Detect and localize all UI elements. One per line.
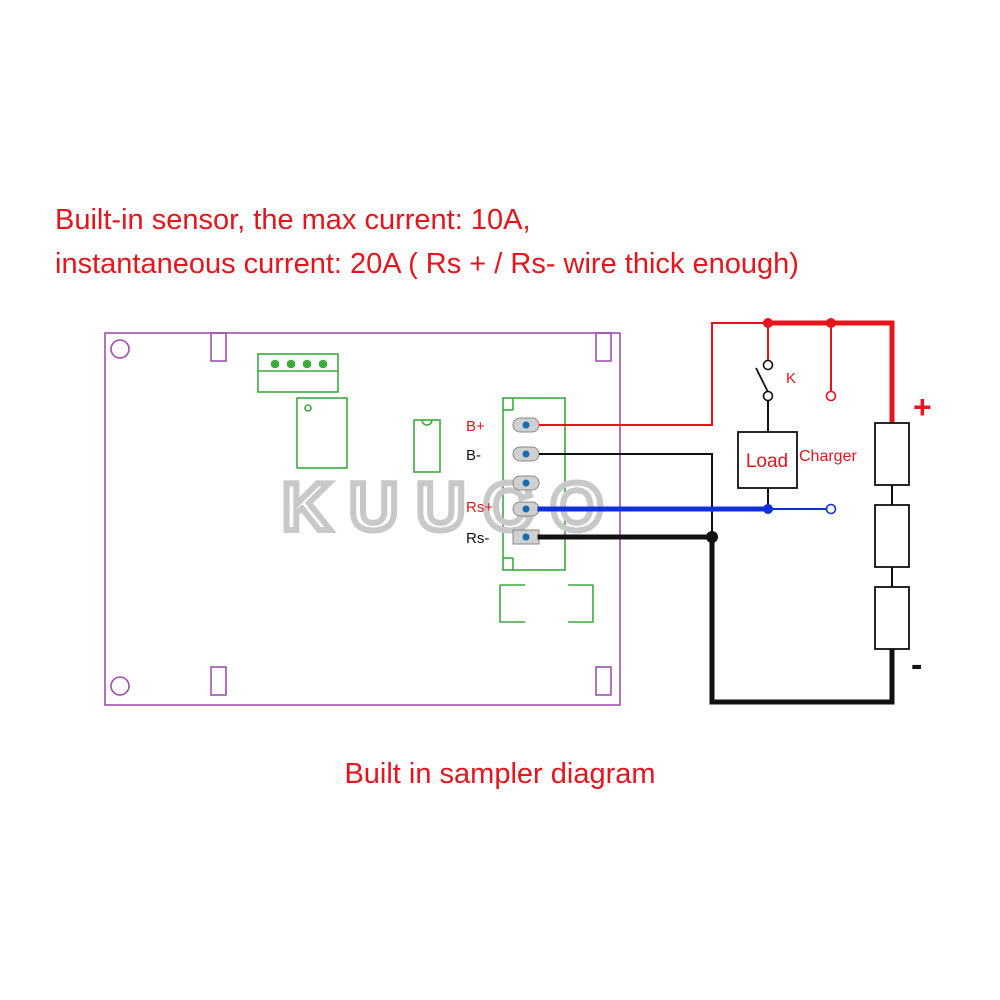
label-switch: K [786, 370, 796, 387]
mounting-hole-top-left [110, 339, 130, 359]
label-rs-plus: Rs+ [466, 499, 493, 516]
battery-cell-2 [874, 504, 910, 568]
wires [537, 320, 895, 705]
wire-rs-minus [537, 534, 895, 705]
battery-cells [874, 422, 910, 650]
label-b-plus: B+ [466, 418, 485, 435]
diagram-caption: Built in sampler diagram [344, 758, 656, 790]
board-outline [104, 332, 621, 706]
chip-component [296, 397, 348, 469]
junction-dots [706, 318, 836, 543]
label-negative: - [911, 646, 922, 684]
board-notch-top-left [210, 332, 227, 362]
terminal-connector [502, 397, 566, 571]
label-rs-minus: Rs- [466, 530, 489, 547]
ic-component [413, 419, 441, 473]
heading-line-1: Built-in sensor, the max current: 10A, [55, 204, 531, 236]
battery-cell-1 [874, 422, 910, 486]
heading-line-2: instantaneous current: 20A ( Rs + / Rs- … [55, 248, 799, 280]
label-charger: Charger [799, 448, 857, 465]
board-notch-bottom-left [210, 666, 227, 696]
label-load: Load [746, 451, 788, 472]
board-components [257, 353, 594, 623]
load-box [737, 431, 798, 489]
mounting-hole-bottom-left [110, 676, 130, 696]
board-notch-bottom-right [595, 666, 612, 696]
switch-k [755, 359, 774, 402]
board-notch-top-right [595, 332, 612, 362]
header-connector [257, 353, 339, 393]
label-b-minus: B- [466, 447, 481, 464]
battery-cell-3 [874, 586, 910, 650]
wire-b-plus [539, 322, 769, 426]
charger-terminal-top [825, 390, 837, 402]
wire-positive-main [765, 320, 895, 423]
label-positive: + [913, 389, 932, 425]
charger-terminal-bottom [825, 503, 837, 515]
terminal-pads [512, 417, 540, 545]
pcb-board [104, 332, 621, 706]
